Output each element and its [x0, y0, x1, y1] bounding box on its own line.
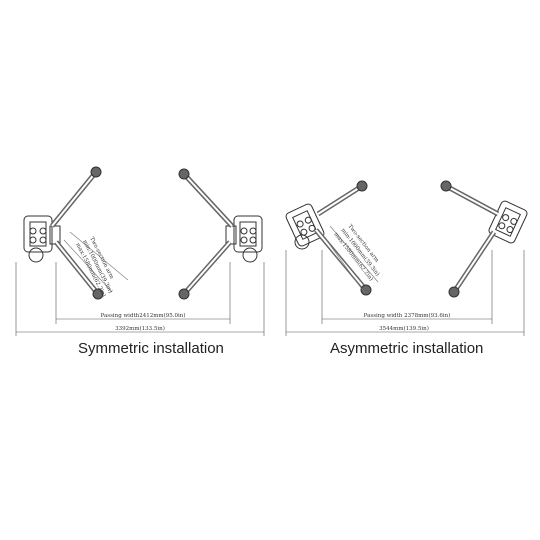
right-rear-arm [178, 240, 232, 300]
left-front-arm [50, 166, 102, 228]
asym-passing-width-dimension [321, 250, 493, 324]
asym-left-base-post [294, 234, 310, 250]
symmetric-caption: Symmetric installation [78, 340, 224, 357]
asymmetric-diagram [285, 180, 528, 336]
sym-overall-width-dimension [15, 262, 265, 336]
asym-passing-width-label: Passing width 2378mm(93.6in) [364, 312, 451, 319]
asymmetric-caption: Asymmetric installation [330, 340, 484, 357]
asym-overall-width-dimension [285, 250, 525, 336]
asym-right-front-arm [440, 180, 500, 217]
asym-right-rear-arm [448, 230, 497, 298]
sym-passing-width-dimension [55, 262, 231, 324]
left-rear-arm [54, 240, 104, 300]
asym-right-column-base [488, 200, 528, 244]
sym-overall-width-label: 3392mm(133.5in) [115, 325, 165, 332]
asym-left-column-base [285, 203, 325, 247]
right-front-arm [178, 168, 234, 228]
sym-passing-width-label: Passing width2412mm(95.0in) [101, 312, 186, 319]
asym-overall-width-label: 3544mm(139.5in) [379, 325, 429, 332]
symmetric-diagram [15, 166, 265, 336]
asym-left-front-arm [316, 180, 368, 217]
